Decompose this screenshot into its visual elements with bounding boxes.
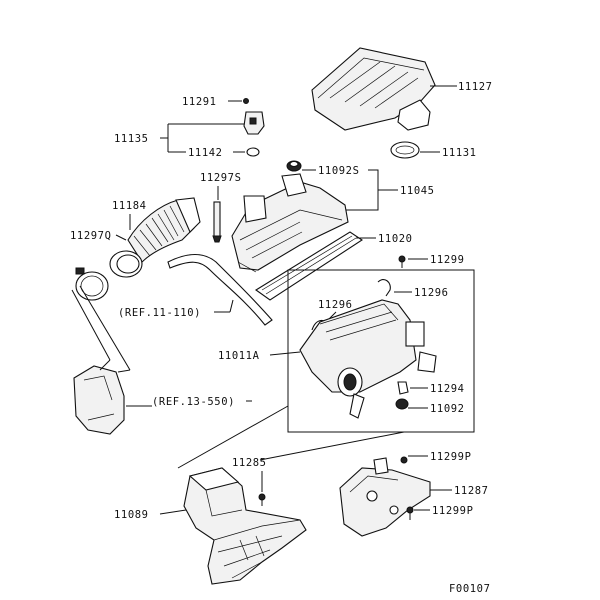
cable-tie-11297S bbox=[212, 201, 222, 243]
o-ring-11142 bbox=[246, 147, 260, 157]
label-11092S: 11092S bbox=[318, 165, 360, 177]
grommet-11092S bbox=[286, 160, 302, 172]
air-cleaner-body bbox=[299, 299, 437, 419]
label-11285: 11285 bbox=[232, 457, 267, 469]
label-11127: 11127 bbox=[458, 81, 493, 93]
bracket-11287 bbox=[339, 457, 431, 537]
air-cleaner-cover bbox=[311, 47, 436, 131]
label-11184: 11184 bbox=[112, 200, 147, 212]
air-intake-duct bbox=[183, 467, 307, 585]
screw-11285 bbox=[258, 493, 266, 506]
clip-11296a bbox=[377, 279, 391, 297]
label-11092: 11092 bbox=[430, 403, 465, 415]
collar-11294 bbox=[397, 381, 409, 395]
label-11135: 11135 bbox=[114, 133, 149, 145]
bolt-11299 bbox=[398, 255, 406, 268]
airflow-sensor bbox=[243, 111, 265, 135]
label-11287: 11287 bbox=[454, 485, 489, 497]
label-11294: 11294 bbox=[430, 383, 465, 395]
label-11299P-bottom: 11299P bbox=[432, 505, 474, 517]
label-11089: 11089 bbox=[114, 509, 149, 521]
label-11299P-top: 11299P bbox=[430, 451, 472, 463]
label-ref-13-550: (REF.13-550) bbox=[152, 396, 235, 408]
bolt-11299P-top bbox=[400, 456, 408, 464]
air-filter-element-11020 bbox=[255, 231, 363, 301]
label-11011A: 11011A bbox=[218, 350, 260, 362]
label-11142: 11142 bbox=[188, 147, 223, 159]
bolt-11299P-bottom bbox=[406, 506, 414, 520]
label-ref-11-110: (REF.11-110) bbox=[118, 307, 201, 319]
label-11045: 11045 bbox=[400, 185, 435, 197]
hose-clamp bbox=[109, 250, 143, 278]
seal-ring bbox=[390, 141, 420, 159]
hose-clamp-band bbox=[75, 267, 109, 301]
label-11297S: 11297S bbox=[200, 172, 242, 184]
grommet-11092 bbox=[395, 398, 409, 410]
label-11020: 11020 bbox=[378, 233, 413, 245]
label-11297Q: 11297Q bbox=[70, 230, 112, 242]
label-11291: 11291 bbox=[182, 96, 217, 108]
label-11131: 11131 bbox=[442, 147, 477, 159]
label-11296-left: 11296 bbox=[318, 299, 353, 311]
screw-11291 bbox=[243, 98, 249, 104]
label-11296-right: 11296 bbox=[414, 287, 449, 299]
breather-hose bbox=[167, 253, 273, 326]
detail-frame bbox=[287, 269, 475, 433]
throttle-body bbox=[73, 365, 125, 435]
figure-code: F00107 bbox=[449, 583, 491, 595]
intake-hose bbox=[127, 197, 201, 263]
air-cleaner-case bbox=[231, 173, 349, 273]
label-11299: 11299 bbox=[430, 254, 465, 266]
